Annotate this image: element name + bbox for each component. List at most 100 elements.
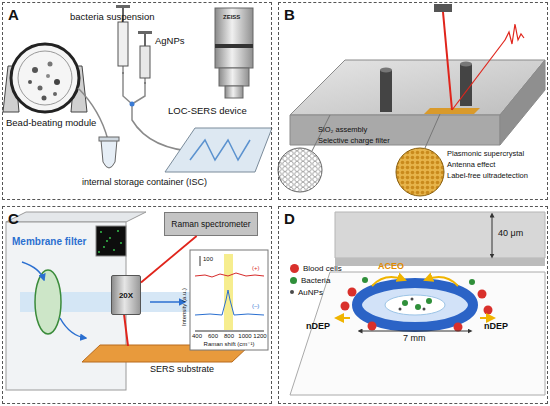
laser-beam <box>505 24 524 44</box>
legend-row: AuNPs <box>290 286 342 298</box>
syringe <box>116 5 130 8</box>
chamber <box>469 279 475 285</box>
syringe <box>123 66 124 74</box>
storage-tube <box>99 137 119 141</box>
sers-chip <box>460 62 472 67</box>
panel-letter: D <box>284 210 295 227</box>
supercrystal-inset <box>425 114 440 148</box>
bead-beater <box>38 86 43 91</box>
supercrystal-inset <box>396 148 444 196</box>
chamber <box>411 298 414 301</box>
chip-cover <box>335 258 545 266</box>
chamber <box>357 283 473 327</box>
chamber <box>385 295 445 315</box>
microscope-objective <box>215 8 253 98</box>
tubing <box>130 102 135 107</box>
laser-beam <box>443 12 452 110</box>
syringe <box>140 46 150 78</box>
legend-swatch <box>290 277 297 284</box>
tick-label: 1200 <box>253 333 266 340</box>
microscope-objective <box>225 86 243 98</box>
bead-beater <box>54 79 60 85</box>
legend: Blood cellsBacteriaAuNPs <box>290 262 342 298</box>
legend-swatch <box>290 290 294 294</box>
annotation: bacteria suspension <box>70 12 155 22</box>
supercrystal-inset <box>396 114 444 196</box>
filter-module <box>35 270 61 334</box>
sers-chip <box>380 70 392 112</box>
bead-beater <box>53 92 57 96</box>
bead-beater <box>3 44 87 112</box>
annotation: Plasmonic supercrystal <box>447 150 524 158</box>
chamber <box>480 317 494 319</box>
chamber <box>484 306 493 315</box>
microscope-objective <box>215 8 253 68</box>
fluorescence-inset <box>109 237 111 239</box>
microfluidic-chip <box>190 140 250 160</box>
chamber <box>415 304 421 310</box>
sio2-inset <box>278 148 322 192</box>
panel-letter: A <box>8 6 19 23</box>
annotation: Selective charge filter <box>318 137 390 145</box>
chamber <box>372 277 405 286</box>
chamber <box>362 277 368 283</box>
chamber <box>425 277 458 286</box>
fluorescence-inset <box>106 240 108 242</box>
microscope-objective <box>215 44 253 48</box>
sers-substrate <box>124 314 128 346</box>
chamber <box>368 322 377 331</box>
dimension: 40 μm <box>498 229 523 239</box>
bead-beater <box>18 51 72 105</box>
lens-label: 20X <box>119 291 133 300</box>
fluorescence-inset <box>120 242 122 244</box>
spectrum-plot <box>195 273 264 277</box>
bead-beater <box>48 62 53 67</box>
chamber <box>423 308 426 311</box>
fluorescence-inset <box>96 226 126 256</box>
legend-swatch <box>290 264 299 273</box>
chamber <box>341 302 350 311</box>
microfluidic-chip <box>165 128 272 172</box>
annotation: Antenna effect <box>447 161 495 169</box>
spectrometer-box: Raman spectrometer <box>164 212 258 236</box>
annotation: Label-free ultradetection <box>447 172 528 180</box>
legend-row: Bacteria <box>290 274 342 286</box>
objective-lens: 20X <box>111 275 141 315</box>
annotation: nDEP <box>306 322 330 332</box>
figure-panel: B <box>278 2 548 200</box>
figure-panel: CRaman spectrometer20X <box>2 206 272 404</box>
annotation: internal storage container (ISC) <box>82 178 207 188</box>
tick-label: 400 <box>192 333 202 340</box>
sers-chip <box>380 68 392 73</box>
spectrum-plot <box>200 256 201 266</box>
chamber <box>290 272 545 395</box>
syringe <box>138 31 152 34</box>
box-label: Raman spectrometer <box>171 219 250 229</box>
fluorescence-inset <box>117 230 119 232</box>
scale-value: 100 <box>203 256 213 263</box>
fluorescence-inset <box>103 246 105 248</box>
trace-label: (+) <box>252 265 260 272</box>
brand-mark: ZEISS <box>223 14 240 21</box>
spectrum-plot <box>190 250 268 350</box>
annotation: nDEP <box>484 322 508 332</box>
laser-beam <box>434 4 524 110</box>
sers-chip <box>290 60 545 145</box>
bead-beater <box>11 44 79 112</box>
chamber <box>454 323 463 332</box>
storage-tube <box>99 137 119 168</box>
axis-title: Raman shift (cm⁻¹) <box>204 341 255 348</box>
fluorescence-inset <box>98 251 100 253</box>
dimension-line <box>492 215 493 256</box>
trace-label: (–) <box>252 303 259 310</box>
bead-beater <box>32 67 38 73</box>
beam-connector <box>141 236 197 282</box>
annotation: Bead-beating module <box>6 118 96 128</box>
spectrum-plot <box>190 250 268 350</box>
annotation: ACEO <box>378 262 404 272</box>
annotation: LOC-SERS device <box>168 106 247 116</box>
chamber <box>478 290 487 299</box>
axis-title: Intensity (a.u.) <box>181 288 188 326</box>
bead-beater <box>28 80 32 84</box>
